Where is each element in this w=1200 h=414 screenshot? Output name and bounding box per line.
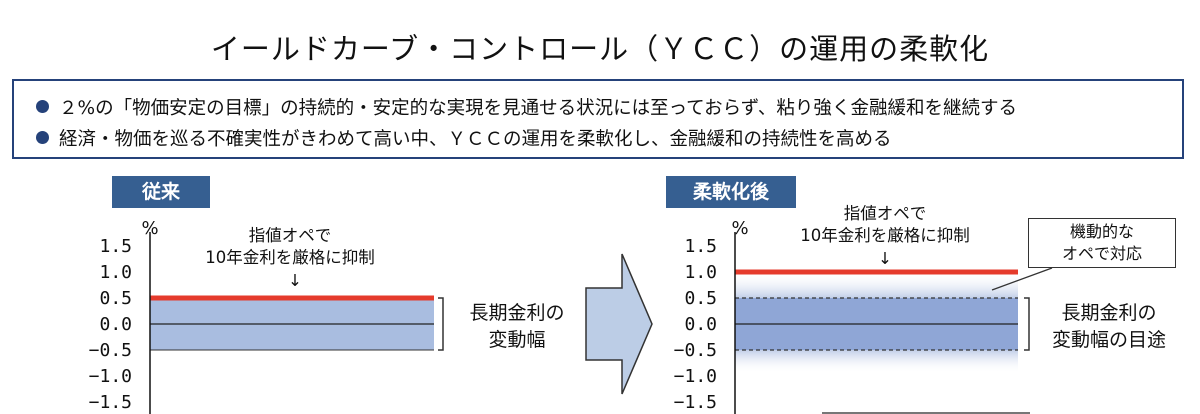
callout-box: 機動的な オペで対応	[1028, 218, 1176, 268]
y-tick-label: −0.5	[89, 340, 132, 361]
bullet-dot-icon	[36, 131, 49, 144]
annotation-before-arrow: ↓	[288, 271, 302, 290]
annotation-after-line2: 10年金利を厳格に抑制	[800, 226, 970, 245]
y-tick-label: −1.0	[674, 366, 717, 387]
range-bracket	[438, 297, 444, 351]
y-tick-label: 1.0	[684, 262, 717, 283]
y-tick-label: −1.0	[89, 366, 132, 387]
y-tick-label: 0.0	[99, 314, 132, 335]
callout-pointer	[991, 267, 1053, 291]
callout-line2: オペで対応	[1061, 244, 1142, 263]
page-title: イールドカーブ・コントロール（ＹＣＣ）の運用の柔軟化	[210, 32, 990, 66]
axis-unit: %	[731, 218, 748, 239]
annotation-before-line1: 指値オペで	[248, 226, 332, 245]
y-tick-label: 1.5	[99, 236, 132, 257]
annotation-after-arrow: ↓	[878, 249, 892, 268]
y-tick-label: 0.0	[684, 314, 717, 335]
bullet-text: 経済・物価を巡る不確実性がきわめて高い中、ＹＣＣの運用を柔軟化し、金融緩和の持続…	[59, 129, 892, 150]
side-label-after-line2: 変動幅の目途	[1051, 329, 1166, 351]
tag-after: 柔軟化後	[666, 176, 796, 208]
bullet-item: ２%の「物価安定の目標」の持続的・安定的な実現を見通せる状況には至っておらず、粘…	[36, 94, 1017, 120]
y-tick-label: −0.5	[674, 340, 717, 361]
y-tick-label: 1.0	[99, 262, 132, 283]
callout-line1: 機動的な	[1069, 222, 1134, 241]
transition-arrow-icon	[585, 253, 653, 395]
summary-box: ２%の「物価安定の目標」の持続的・安定的な実現を見通せる状況には至っておらず、粘…	[12, 79, 1184, 159]
side-label-after-line1: 長期金利の	[1061, 302, 1157, 324]
side-label-before-line1: 長期金利の	[469, 302, 565, 324]
bullet-dot-icon	[36, 100, 49, 113]
range-bracket	[1024, 297, 1030, 351]
side-label-before-line2: 変動幅	[488, 329, 546, 351]
y-tick-label: 1.5	[684, 236, 717, 257]
bullet-item: 経済・物価を巡る不確実性がきわめて高い中、ＹＣＣの運用を柔軟化し、金融緩和の持続…	[36, 125, 892, 151]
annotation-before-line2: 10年金利を厳格に抑制	[205, 248, 375, 267]
axis-unit: %	[141, 218, 158, 239]
y-tick-label: −1.5	[89, 392, 132, 413]
soft-band-upper	[735, 272, 1018, 298]
y-tick-label: 0.5	[684, 288, 717, 309]
soft-band-lower	[735, 350, 1018, 374]
annotation-after-line1: 指値オペで	[843, 204, 927, 223]
y-tick-label: 0.5	[99, 288, 132, 309]
bullet-text: ２%の「物価安定の目標」の持続的・安定的な実現を見通せる状況には至っておらず、粘…	[59, 98, 1017, 119]
tag-before: 従来	[112, 176, 210, 208]
y-tick-label: −1.5	[674, 392, 717, 413]
